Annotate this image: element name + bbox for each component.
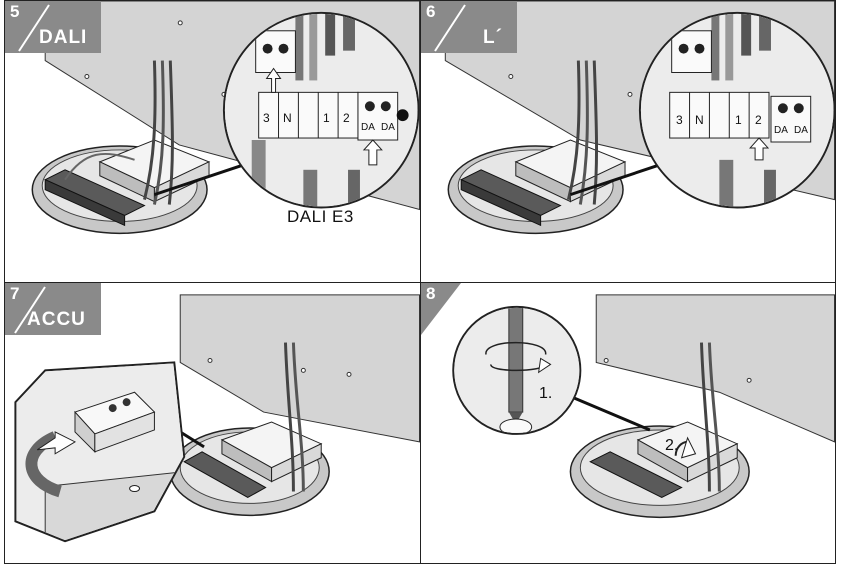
step-7-illustration: [14, 294, 420, 543]
step-5-label: DALI: [39, 27, 88, 48]
step-6-badge: 6 L´: [421, 1, 517, 53]
step-7-panel: 7 ACCU: [4, 282, 421, 564]
step-5-illustration: [31, 1, 420, 235]
step-8-illustration: [452, 294, 835, 519]
step-7-label: ACCU: [27, 309, 86, 330]
step-8-number: 8: [426, 284, 436, 303]
dali-connector-label-2: DA: [794, 125, 808, 136]
terminal-n-label: N: [695, 113, 704, 127]
terminal-3-label: 3: [263, 111, 270, 125]
step-8-substep-1: 1.: [539, 385, 553, 402]
step-8-panel: 8 1. 2.: [420, 282, 836, 564]
terminal-n-label: N: [283, 111, 292, 125]
dali-connector-label-1: DA: [774, 125, 788, 136]
terminal-3-label: 3: [676, 113, 683, 127]
terminal-2-label: 2: [755, 113, 762, 127]
step-6-panel: 6 L´ 3 N 1 2 DA DA: [420, 0, 836, 283]
step-8-badge: 8: [421, 283, 461, 335]
step-5-badge: 5 DALI: [5, 1, 101, 53]
terminal-1-label: 1: [323, 111, 330, 125]
step-6-label: L´: [483, 27, 503, 48]
step-6-number: 6: [426, 2, 436, 21]
dali-connector-label-1: DA: [361, 122, 375, 133]
step-5-panel: 5 DALI 3 N 1 2 DA DA DALI E3: [4, 0, 421, 283]
terminal-2-label: 2: [343, 111, 350, 125]
dali-connector-label-2: DA: [381, 122, 395, 133]
step-5-number: 5: [10, 2, 20, 21]
step-6-illustration: [444, 1, 835, 235]
step-7-number: 7: [10, 284, 20, 303]
instruction-grid: 5 DALI 3 N 1 2 DA DA DALI E3: [4, 0, 836, 564]
step-5-caption: DALI E3: [287, 207, 354, 226]
step-8-substep-2: 2.: [665, 437, 679, 454]
step-7-badge: 7 ACCU: [5, 283, 101, 335]
terminal-1-label: 1: [735, 113, 742, 127]
